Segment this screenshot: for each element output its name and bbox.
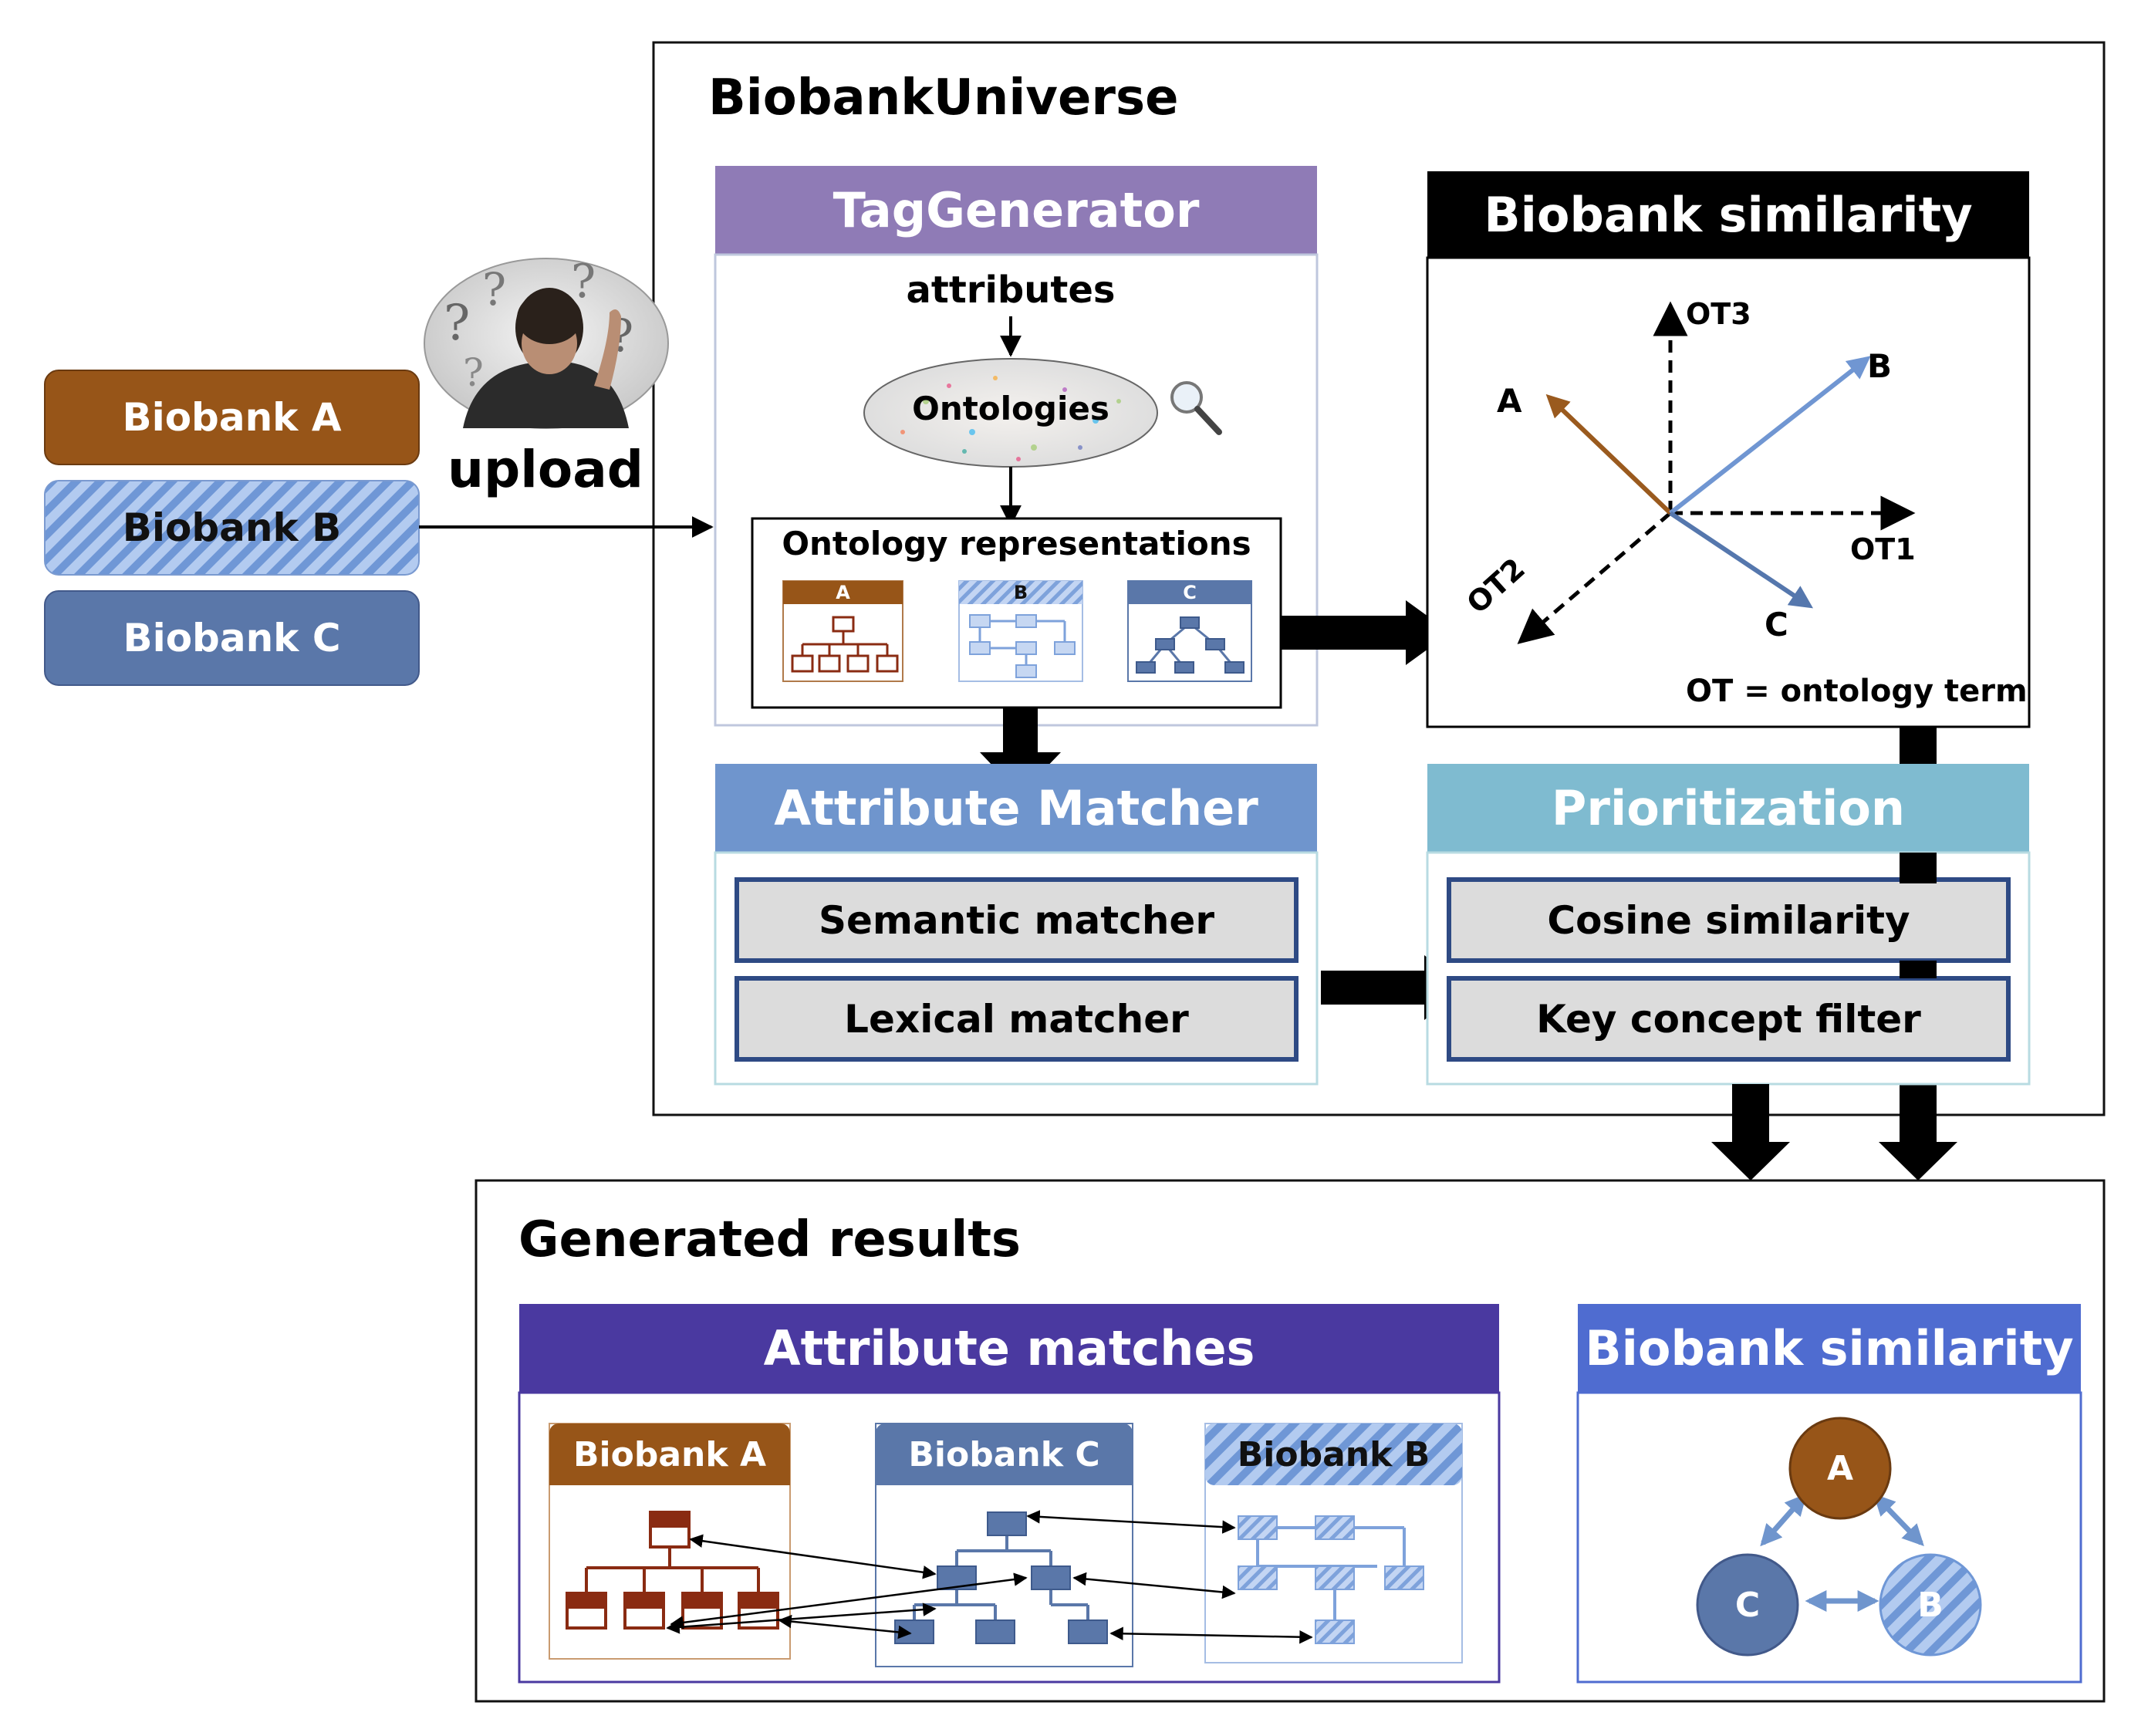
generated-results-title: Generated results	[518, 1211, 1021, 1268]
representation-b-label: B	[1013, 582, 1028, 603]
tag-generator-header	[715, 166, 1317, 255]
representation-a-tree	[782, 580, 903, 682]
results-similarity-body	[1576, 1391, 2082, 1684]
prioritization-title: Prioritization	[1551, 780, 1906, 836]
axis-ot1-label: OT1	[1850, 532, 1916, 566]
match-column-c-label: Biobank C	[908, 1434, 1100, 1474]
semantic-matcher-label: Semantic matcher	[819, 897, 1214, 943]
attribute-matcher-title: Attribute Matcher	[774, 780, 1258, 836]
results-similarity-header	[1578, 1304, 2081, 1393]
node-c-label: C	[1734, 1585, 1761, 1625]
generated-results-frame	[474, 1179, 2106, 1703]
arrow-head-prioritization	[1711, 1142, 1790, 1180]
thinking-person-image: ? ? ? ? ?	[424, 255, 669, 429]
representation-a-label: A	[836, 582, 850, 603]
biobank-b-label: Biobank B	[122, 505, 342, 550]
svg-text:?: ?	[571, 255, 596, 309]
lexical-matcher-label: Lexical matcher	[844, 996, 1189, 1042]
tag-generator-title: TagGenerator	[832, 182, 1200, 238]
prioritization-header	[1427, 764, 2029, 853]
cosine-similarity-label: Cosine similarity	[1547, 897, 1910, 943]
representation-c-label: C	[1183, 582, 1197, 603]
biobank-a-label: Biobank A	[122, 395, 342, 440]
ontology-representations-title: Ontology representations	[782, 525, 1251, 562]
biobank-c-label: Biobank C	[123, 616, 341, 660]
arrow-head-similarity	[1879, 1142, 1957, 1180]
node-b-label: B	[1917, 1585, 1944, 1625]
vector-c	[1669, 511, 1813, 609]
ontology-term-legend: OT = ontology term	[1686, 674, 2028, 709]
vector-b	[1669, 356, 1871, 515]
cosine-similarity-box	[1447, 877, 2011, 963]
attribute-matches-title: Attribute matches	[763, 1320, 1255, 1376]
vector-b-label: B	[1867, 347, 1893, 385]
attributes-label: attributes	[906, 269, 1116, 312]
biobank-c-box	[44, 590, 420, 686]
axis-ot3-label: OT3	[1686, 297, 1751, 331]
attribute-matches-header	[519, 1304, 1499, 1393]
ontologies-label: Ontologies	[912, 390, 1109, 427]
representation-b-tree	[958, 580, 1083, 682]
representation-c-tree	[1127, 580, 1252, 682]
results-similarity-title: Biobank similarity	[1585, 1320, 2074, 1376]
svg-text:?: ?	[463, 350, 484, 395]
vector-a	[1545, 393, 1673, 515]
biobank-similarity-body	[1426, 256, 2031, 728]
key-concept-filter-label: Key concept filter	[1536, 996, 1921, 1042]
ontologies-texture	[900, 376, 1121, 461]
lexical-matcher-box	[735, 976, 1299, 1062]
magnifier-icon	[1170, 381, 1222, 435]
svg-text:?: ?	[444, 295, 470, 352]
biobank-similarity-header	[1427, 171, 2029, 258]
vector-c-label: C	[1765, 606, 1788, 643]
match-arrows	[666, 1510, 1313, 1644]
key-concept-filter-box	[1447, 976, 2011, 1062]
arrow-to-similarity	[1281, 600, 1450, 665]
universe-title: BiobankUniverse	[708, 69, 1179, 127]
match-column-a-label: Biobank A	[573, 1434, 766, 1474]
node-c	[1696, 1553, 1799, 1657]
biobank-similarity-title: Biobank similarity	[1484, 186, 1973, 243]
svg-text:?: ?	[482, 263, 506, 316]
node-b	[1879, 1553, 1982, 1657]
biobank-universe-frame	[652, 41, 2106, 1116]
node-a	[1788, 1417, 1892, 1520]
upload-label: upload	[447, 440, 643, 499]
match-column-b-label: Biobank B	[1237, 1434, 1430, 1474]
attribute-matcher-header	[715, 764, 1317, 853]
vector-a-label: A	[1497, 382, 1522, 420]
node-a-label: A	[1826, 1448, 1854, 1488]
biobank-a-box	[44, 370, 420, 465]
semantic-matcher-box	[735, 877, 1299, 963]
